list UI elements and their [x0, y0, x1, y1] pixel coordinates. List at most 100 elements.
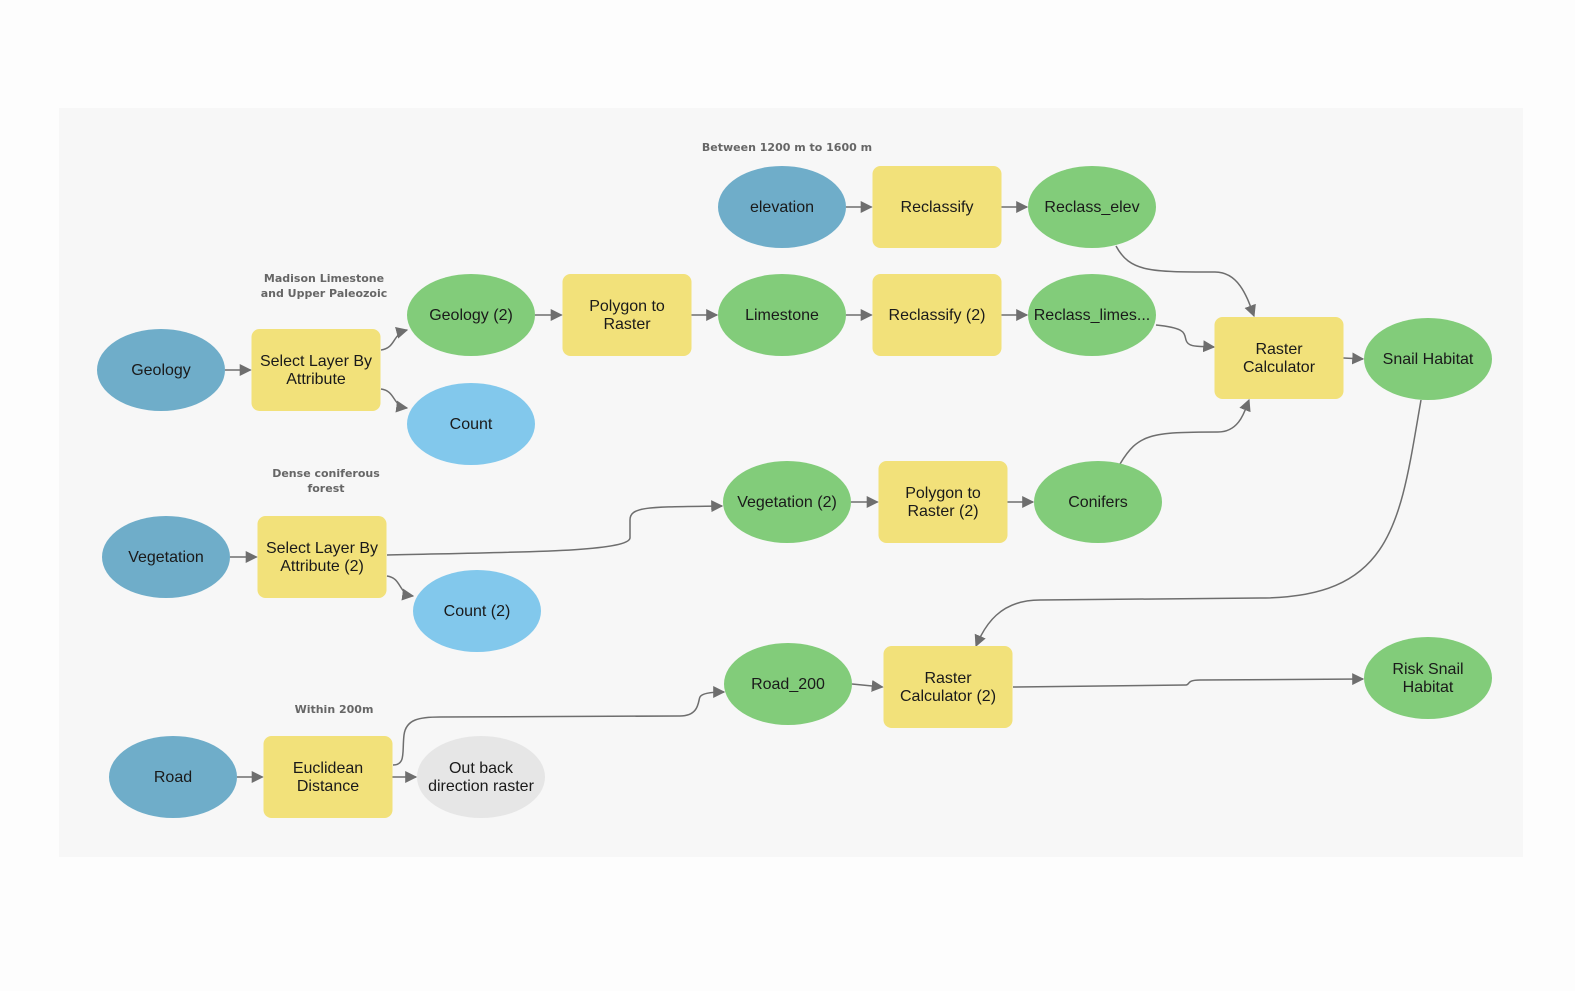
node-label: Raster — [924, 670, 972, 687]
data-shape — [1028, 166, 1156, 248]
tool-shape — [562, 274, 692, 356]
notes-layer: Between 1200 m to 1600 m Madison Limeston… — [261, 141, 872, 716]
note-vegetation: Dense coniferous — [272, 467, 380, 480]
data-shape — [109, 736, 237, 818]
node-label: Reclass_elev — [1044, 199, 1139, 216]
data-shape — [718, 166, 846, 248]
node-label: Snail Habitat — [1383, 351, 1474, 368]
node-label: Polygon to — [905, 485, 981, 502]
node-vegetation-2[interactable]: Vegetation (2) — [723, 461, 851, 543]
node-label: Raster — [1255, 341, 1303, 358]
tool-shape — [251, 329, 381, 411]
tool-shape — [872, 166, 1002, 248]
node-label: Out back — [449, 760, 514, 777]
node-label: Road_200 — [751, 676, 825, 693]
connector-conifers-to-raster-calculator-1[interactable] — [1119, 398, 1251, 465]
connector-euclidean-distance-to-road-200[interactable] — [392, 686, 726, 766]
node-label: Polygon to — [589, 298, 665, 315]
node-label: Reclassify — [901, 199, 974, 216]
node-label: Count — [450, 416, 493, 433]
node-label: Select Layer By — [266, 540, 378, 557]
data-shape — [102, 516, 230, 598]
note-road: Within 200m — [295, 703, 374, 716]
node-label: Reclassify (2) — [889, 307, 986, 324]
connector-snail-habitat-to-raster-calculator-2[interactable] — [974, 399, 1422, 648]
node-label: Raster — [603, 316, 651, 333]
node-label: Calculator — [1243, 359, 1316, 376]
node-reclassify-2[interactable]: Reclassify (2) — [872, 274, 1002, 356]
node-road-200[interactable]: Road_200 — [724, 643, 852, 725]
data-shape — [724, 643, 852, 725]
node-label: Attribute — [286, 371, 346, 388]
node-label: Risk Snail — [1392, 661, 1463, 678]
connector-select-layer-1-to-geology-2[interactable] — [380, 326, 409, 351]
connections-layer — [225, 201, 1422, 783]
data-shape — [1364, 318, 1492, 400]
node-reclass-elev[interactable]: Reclass_elev — [1028, 166, 1156, 248]
node-elevation[interactable]: elevation — [718, 166, 846, 248]
tool-shape — [257, 516, 387, 598]
data-shape — [407, 274, 535, 356]
node-count-1[interactable]: Count — [407, 383, 535, 465]
data-shape — [417, 736, 545, 818]
node-label: Calculator (2) — [900, 688, 996, 705]
connector-select-layer-1-to-count-1[interactable] — [380, 388, 409, 413]
node-reclassify-1[interactable]: Reclassify — [872, 166, 1002, 248]
node-label: Geology (2) — [429, 307, 513, 324]
node-road[interactable]: Road — [109, 736, 237, 818]
node-geology-2[interactable]: Geology (2) — [407, 274, 535, 356]
connector-raster-calculator-1-to-snail-habitat[interactable] — [1343, 352, 1365, 365]
tool-shape — [883, 646, 1013, 728]
node-snail-habitat[interactable]: Snail Habitat — [1364, 318, 1492, 400]
node-conifers[interactable]: Conifers — [1034, 461, 1162, 543]
connector-raster-calculator-2-to-risk-snail-habitat[interactable] — [1012, 673, 1365, 688]
tool-shape — [263, 736, 393, 818]
data-shape — [718, 274, 846, 356]
data-shape — [723, 461, 851, 543]
node-label: Euclidean — [293, 760, 363, 777]
node-reclass-limes[interactable]: Reclass_limes... — [1028, 274, 1156, 356]
connector-reclass-limes-to-raster-calculator-1[interactable] — [1155, 324, 1216, 353]
connector-select-layer-2-to-count-2[interactable] — [386, 575, 415, 601]
node-label: Vegetation — [128, 549, 204, 566]
node-label: direction raster — [428, 778, 534, 795]
connector-road-200-to-raster-calculator-2[interactable] — [851, 679, 884, 692]
node-vegetation[interactable]: Vegetation — [102, 516, 230, 598]
data-shape — [1034, 461, 1162, 543]
node-label: Conifers — [1068, 494, 1128, 511]
data-shape — [1028, 274, 1156, 356]
note-geology: Madison Limestone — [264, 272, 384, 285]
tool-shape — [878, 461, 1008, 543]
node-geology[interactable]: Geology — [97, 329, 225, 411]
note-elevation: Between 1200 m to 1600 m — [702, 141, 872, 154]
data-shape — [1364, 637, 1492, 719]
data-shape — [413, 570, 541, 652]
connector-select-layer-2-to-vegetation-2[interactable] — [386, 500, 724, 556]
node-count-2[interactable]: Count (2) — [413, 570, 541, 652]
node-label: elevation — [750, 199, 814, 216]
node-limestone[interactable]: Limestone — [718, 274, 846, 356]
node-label: Vegetation (2) — [737, 494, 837, 511]
data-shape — [97, 329, 225, 411]
tool-shape — [1214, 317, 1344, 399]
node-label: Reclass_limes... — [1034, 307, 1150, 324]
node-label: Count (2) — [444, 603, 511, 620]
node-label: Road — [154, 769, 192, 786]
tool-shape — [872, 274, 1002, 356]
connector-reclass-elev-to-raster-calculator-1[interactable] — [1115, 245, 1256, 318]
node-label: Select Layer By — [260, 353, 372, 370]
note-geology: and Upper Paleozoic — [261, 287, 388, 300]
node-label: Geology — [131, 362, 191, 379]
data-shape — [407, 383, 535, 465]
